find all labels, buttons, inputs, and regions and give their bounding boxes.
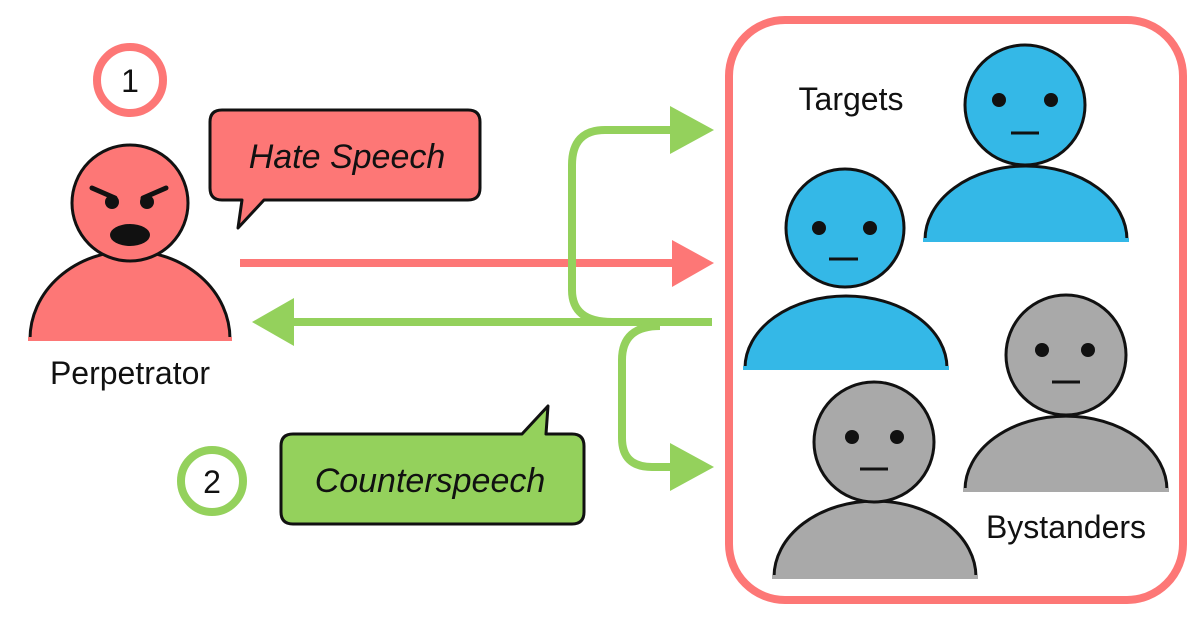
step-2-marker: 2 bbox=[177, 446, 247, 516]
counterspeech-label: Counterspeech bbox=[315, 462, 546, 500]
hate-speech-bubble: Hate Speech bbox=[208, 108, 482, 230]
bystander-person bbox=[772, 380, 978, 579]
step-1-marker: 1 bbox=[93, 43, 167, 117]
target-person bbox=[923, 43, 1129, 242]
bystanders-label: Bystanders bbox=[986, 509, 1146, 545]
hate-speech-label: Hate Speech bbox=[249, 138, 446, 176]
counter-arrow-to-targets bbox=[568, 126, 680, 326]
perpetrator-figure: Perpetrator bbox=[28, 143, 232, 391]
perpetrator-body bbox=[28, 249, 232, 341]
neutral-face-icon bbox=[812, 221, 877, 261]
target-person bbox=[743, 167, 949, 370]
neutral-face-icon bbox=[992, 93, 1058, 135]
neutral-face-icon bbox=[1035, 343, 1095, 384]
neutral-face-icon bbox=[845, 430, 904, 471]
step-1-number: 1 bbox=[121, 63, 139, 99]
arrowhead-left-icon bbox=[252, 298, 294, 346]
counterspeech-arrows bbox=[290, 126, 712, 471]
arrowhead-bystanders-icon bbox=[670, 443, 714, 491]
targets-label: Targets bbox=[799, 81, 904, 117]
bystander-person bbox=[963, 293, 1169, 492]
step-1-circle bbox=[93, 43, 167, 117]
hate-arrowhead-icon bbox=[672, 240, 714, 287]
counterspeech-bubble: Counterspeech bbox=[279, 404, 586, 526]
arrowhead-targets-icon bbox=[670, 106, 714, 154]
perpetrator-head bbox=[70, 143, 190, 263]
angry-face-icon bbox=[89, 185, 169, 246]
step-2-number: 2 bbox=[203, 464, 221, 500]
step-2-circle bbox=[177, 446, 247, 516]
counter-arrow-to-bystanders bbox=[618, 322, 680, 471]
hate-speech-arrow bbox=[240, 240, 714, 287]
perpetrator-label: Perpetrator bbox=[50, 355, 210, 391]
